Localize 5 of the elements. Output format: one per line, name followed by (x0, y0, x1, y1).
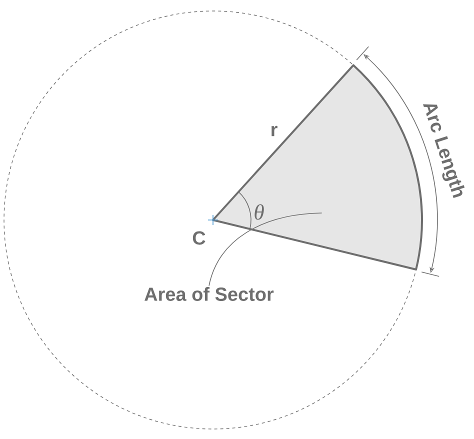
radius-label: r (272, 126, 278, 136)
area-label: Area of Sector (144, 287, 274, 301)
angle-label: θ (254, 204, 264, 220)
leader-line (208, 212, 322, 286)
sector (212, 64, 423, 270)
